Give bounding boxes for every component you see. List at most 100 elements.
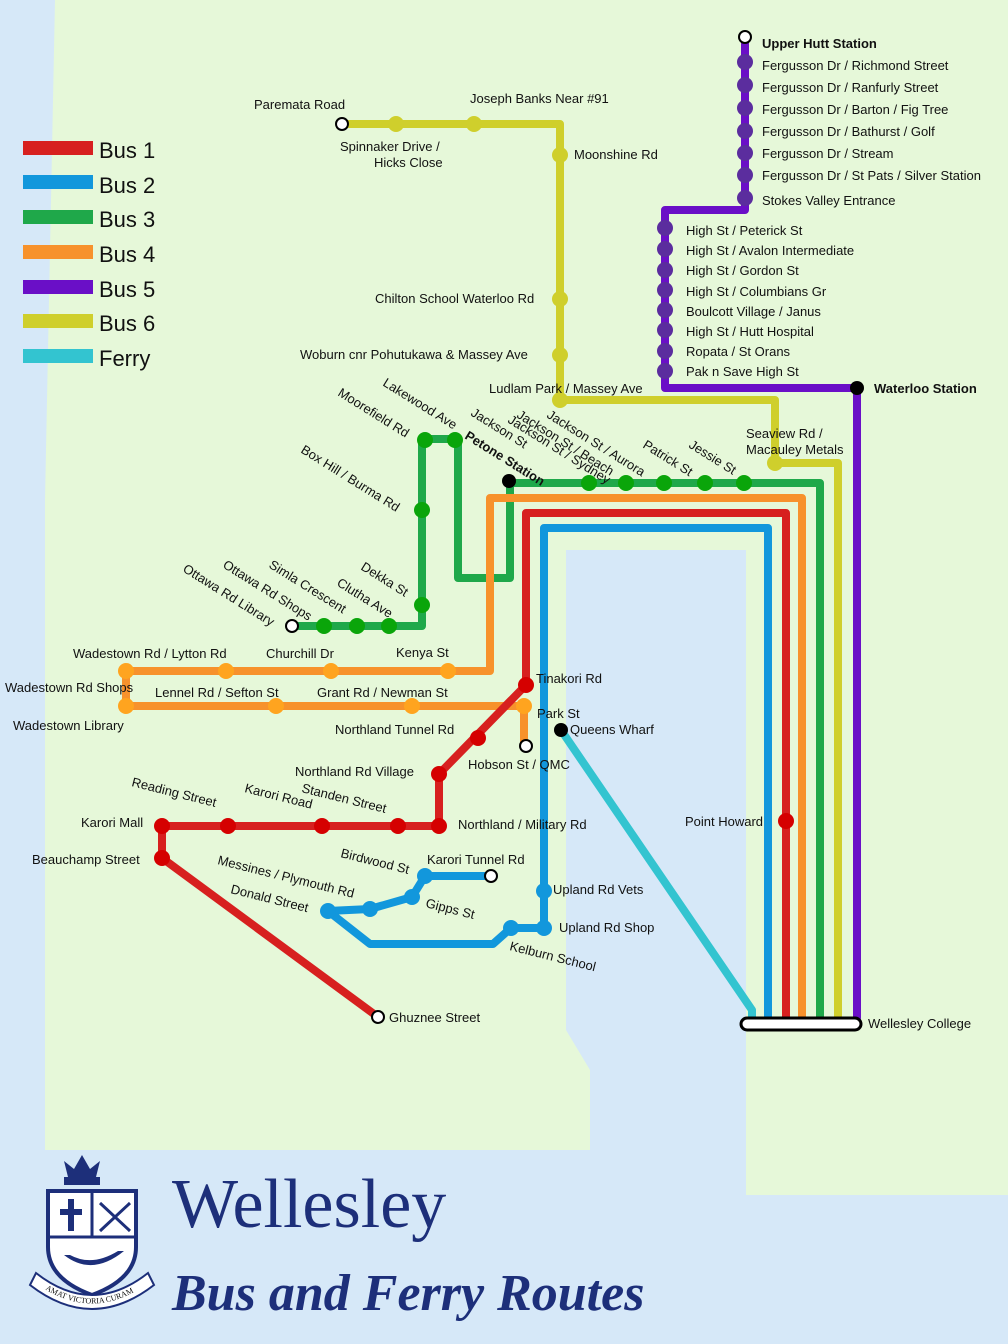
legend-label-bus5: Bus 5 xyxy=(99,277,155,302)
legend-swatch-bus2 xyxy=(23,175,93,189)
bus4-stop-0[interactable] xyxy=(118,663,134,679)
label-grant: Grant Rd / Newman St xyxy=(317,685,448,700)
bus5-stop-6[interactable] xyxy=(737,190,753,206)
bus5-stop-8[interactable] xyxy=(657,241,673,257)
bus2-stop-5[interactable] xyxy=(362,901,378,917)
bus2-stop-0[interactable] xyxy=(536,883,552,899)
bus3-stop-7[interactable] xyxy=(581,475,597,491)
legend-swatch-bus6 xyxy=(23,314,93,328)
crown-icon xyxy=(64,1155,100,1177)
bus2-stop-3[interactable] xyxy=(404,889,420,905)
page-title: Wellesley xyxy=(172,1166,446,1243)
label-ropata: Ropata / St Orans xyxy=(686,344,791,359)
label-columbians: High St / Columbians Gr xyxy=(686,284,827,299)
bus3-stop-3[interactable] xyxy=(414,597,430,613)
legend-swatch-bus3 xyxy=(23,210,93,224)
bus1-stop-6[interactable] xyxy=(220,818,236,834)
bus1-stop-9[interactable] xyxy=(778,813,794,829)
bus5-stop-9[interactable] xyxy=(657,262,673,278)
lamp-icon xyxy=(64,1251,124,1266)
terminus-stop-0[interactable] xyxy=(738,30,752,44)
bus4-stop-4[interactable] xyxy=(118,698,134,714)
bus5-stop-1[interactable] xyxy=(737,77,753,93)
bus1-stop-0[interactable] xyxy=(518,677,534,693)
label-karori-mall: Karori Mall xyxy=(81,815,143,830)
station-stop-0[interactable] xyxy=(850,381,864,395)
label-stream: Fergusson Dr / Stream xyxy=(762,146,894,161)
bus1-stop-2[interactable] xyxy=(431,766,447,782)
bus3-stop-11[interactable] xyxy=(736,475,752,491)
bus5-stop-4[interactable] xyxy=(737,145,753,161)
bus2-stop-2[interactable] xyxy=(503,920,519,936)
bus3-stop-2[interactable] xyxy=(414,502,430,518)
bus6-stop-3[interactable] xyxy=(552,291,568,307)
bus2-stop-1[interactable] xyxy=(536,920,552,936)
cross-icon xyxy=(60,1199,82,1231)
bus1-stop-5[interactable] xyxy=(314,818,330,834)
label-spinnaker-2: Hicks Close xyxy=(374,155,443,170)
label-peterick: High St / Peterick St xyxy=(686,223,803,238)
bus5-stop-3[interactable] xyxy=(737,123,753,139)
bus1-stop-1[interactable] xyxy=(470,730,486,746)
label-upland-vets: Upland Rd Vets xyxy=(553,882,644,897)
bus4-stop-3[interactable] xyxy=(440,663,456,679)
bus3-stop-0[interactable] xyxy=(417,432,433,448)
bus4-stop-1[interactable] xyxy=(218,663,234,679)
label-chilton: Chilton School Waterloo Rd xyxy=(375,291,534,306)
label-gordon: High St / Gordon St xyxy=(686,263,799,278)
label-richmond: Fergusson Dr / Richmond Street xyxy=(762,58,949,73)
bus6-stop-1[interactable] xyxy=(466,116,482,132)
bus5-stop-14[interactable] xyxy=(657,363,673,379)
bus1-stop-3[interactable] xyxy=(431,818,447,834)
bus5-stop-10[interactable] xyxy=(657,282,673,298)
terminus-stop-5[interactable] xyxy=(371,1010,385,1024)
terminus-stop-3[interactable] xyxy=(519,739,533,753)
label-bathurst: Fergusson Dr / Bathurst / Golf xyxy=(762,124,935,139)
bus2-stop-6[interactable] xyxy=(320,903,336,919)
bus5-stop-13[interactable] xyxy=(657,343,673,359)
bus4-stop-7[interactable] xyxy=(516,698,532,714)
bus3-stop-4[interactable] xyxy=(381,618,397,634)
legend-label-bus1: Bus 1 xyxy=(99,138,155,163)
bus3-stop-1[interactable] xyxy=(447,432,463,448)
bus6-stop-4[interactable] xyxy=(552,347,568,363)
station-stop-2[interactable] xyxy=(554,723,568,737)
bus5-stop-5[interactable] xyxy=(737,167,753,183)
label-wadestown-library: Wadestown Library xyxy=(13,718,124,733)
terminus-stop-4[interactable] xyxy=(484,869,498,883)
bus3-stop-6[interactable] xyxy=(316,618,332,634)
legend-label-bus2: Bus 2 xyxy=(99,173,155,198)
label-queens-wharf: Queens Wharf xyxy=(570,722,654,737)
bus5-stop-12[interactable] xyxy=(657,322,673,338)
terminus-stop-2[interactable] xyxy=(285,619,299,633)
bus6-stop-5[interactable] xyxy=(552,392,568,408)
bus6-stop-0[interactable] xyxy=(388,116,404,132)
bus3-stop-9[interactable] xyxy=(656,475,672,491)
bus3-stop-5[interactable] xyxy=(349,618,365,634)
bus3-stop-8[interactable] xyxy=(618,475,634,491)
bus1-stop-7[interactable] xyxy=(154,818,170,834)
bus5-stop-7[interactable] xyxy=(657,220,673,236)
bus6-stop-2[interactable] xyxy=(552,147,568,163)
bus5-stop-11[interactable] xyxy=(657,302,673,318)
label-moonshine: Moonshine Rd xyxy=(574,147,658,162)
station-stop-1[interactable] xyxy=(502,474,516,488)
terminus-stop-1[interactable] xyxy=(335,117,349,131)
bus4-stop-2[interactable] xyxy=(323,663,339,679)
bus5-stop-2[interactable] xyxy=(737,100,753,116)
bus2-stop-4[interactable] xyxy=(417,868,433,884)
bus4-stop-5[interactable] xyxy=(268,698,284,714)
bus3-stop-10[interactable] xyxy=(697,475,713,491)
bus1-stop-4[interactable] xyxy=(390,818,406,834)
bus5-stop-0[interactable] xyxy=(737,54,753,70)
label-wellesley: Wellesley College xyxy=(868,1016,971,1031)
label-boulcott: Boulcott Village / Janus xyxy=(686,304,821,319)
stop-markers xyxy=(118,30,864,1024)
bus4-stop-6[interactable] xyxy=(404,698,420,714)
wellesley-terminus[interactable] xyxy=(739,1016,863,1032)
label-wadestown-lytton: Wadestown Rd / Lytton Rd xyxy=(73,646,227,661)
route-lines xyxy=(122,33,861,1022)
label-tinakori: Tinakori Rd xyxy=(536,671,602,686)
bus6-stop-6[interactable] xyxy=(767,455,783,471)
bus1-stop-8[interactable] xyxy=(154,850,170,866)
